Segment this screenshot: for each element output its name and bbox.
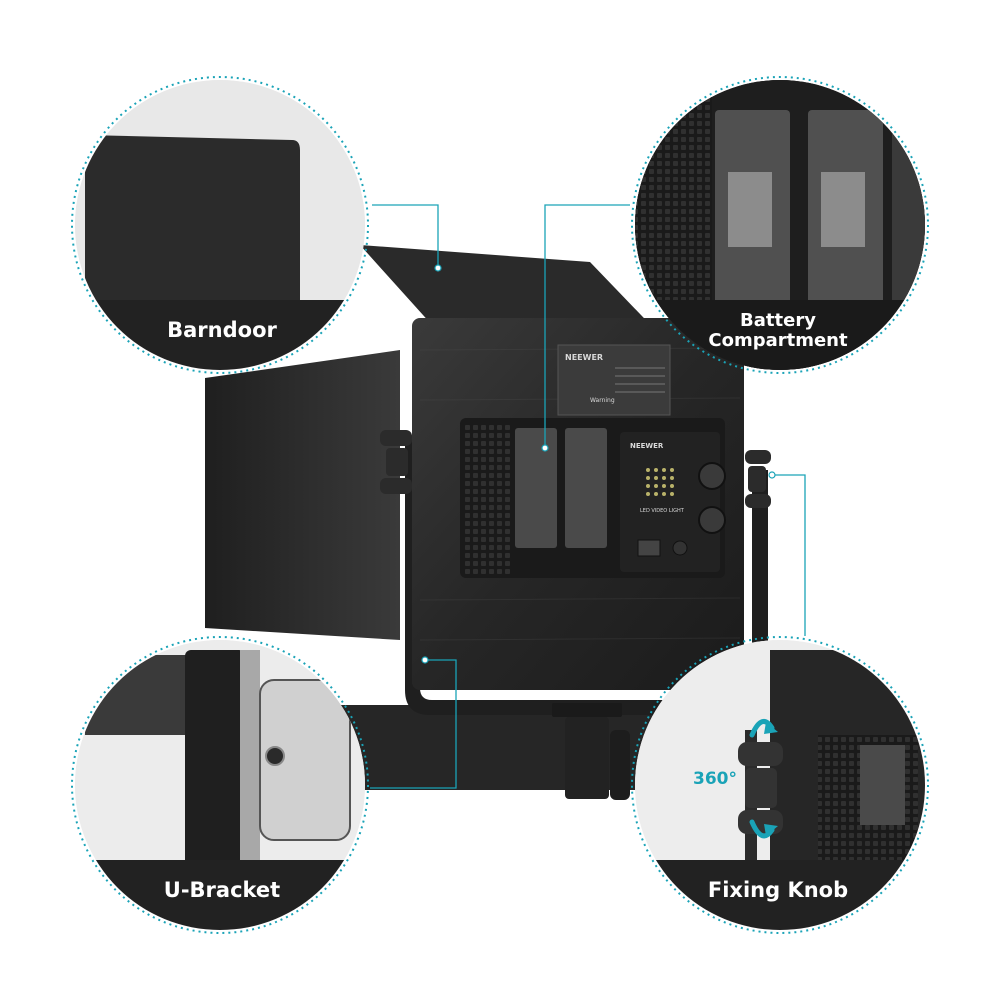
rotation-label: 360°	[693, 769, 737, 789]
barndoor-connector	[372, 204, 439, 268]
ubracket-connector	[370, 659, 457, 789]
barndoor-detail	[85, 135, 300, 300]
control-panel	[620, 432, 720, 572]
left-knob	[380, 430, 412, 494]
barndoor-label: Barndoor	[167, 318, 277, 342]
dial-bottom	[698, 506, 726, 534]
ubracket-screw	[265, 746, 285, 766]
stand-mount	[565, 717, 609, 799]
callout-ubracket: U-Bracket	[71, 636, 369, 934]
ubracket-label: U-Bracket	[164, 878, 280, 902]
battery-label-line2: Compartment	[708, 330, 848, 351]
callout-knob: 360° Fixing Knob	[631, 636, 929, 934]
stand-plate	[552, 703, 622, 717]
battery-plate-2	[565, 428, 607, 548]
brand-text: NEEWER	[565, 353, 603, 362]
barndoor-left-flap	[205, 350, 400, 640]
panel-label: LED VIDEO LIGHT	[640, 508, 685, 514]
dial-top	[698, 462, 726, 490]
knob-connector	[772, 474, 806, 636]
warning-text: Warning	[590, 397, 615, 404]
battery-connector	[544, 204, 630, 448]
callout-barndoor: Barndoor	[71, 76, 369, 374]
ubracket-arm	[185, 650, 245, 870]
led-panel-product: NEEWER Warning NEEWER LED VIDEO LIGHT	[205, 245, 771, 800]
battery-label-line1: Battery	[740, 310, 816, 331]
battery-plate-1	[515, 428, 557, 548]
led-grid	[646, 468, 674, 496]
right-knob	[745, 450, 771, 508]
knob-label: Fixing Knob	[708, 878, 848, 902]
spec-sticker	[557, 344, 671, 416]
callout-battery: Battery Compartment	[631, 76, 929, 374]
connector-lines	[370, 204, 806, 789]
power-switch	[637, 539, 661, 557]
control-brand-text: NEEWER	[630, 442, 664, 450]
